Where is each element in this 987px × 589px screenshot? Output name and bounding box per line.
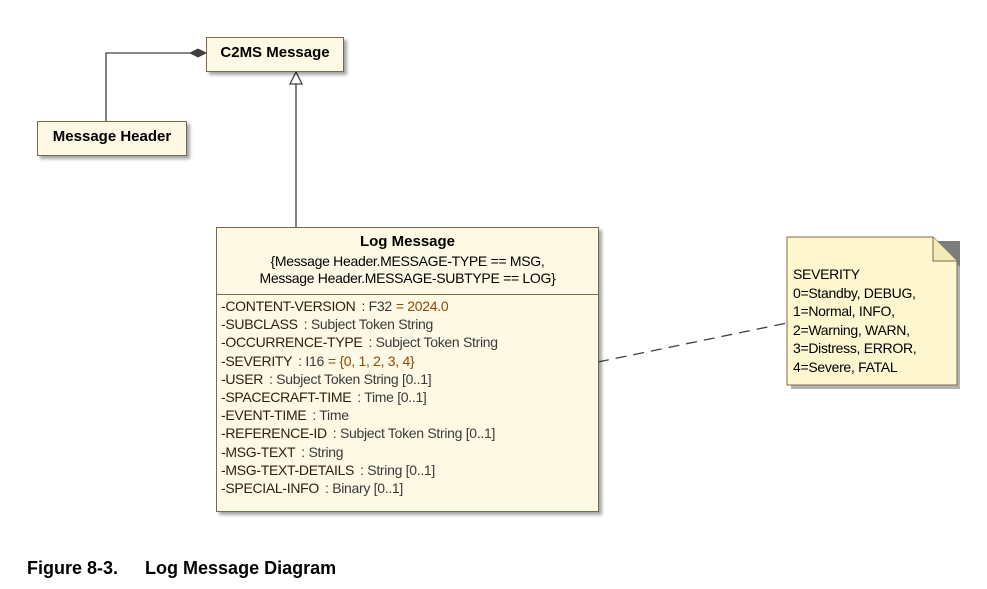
attribute-type: : Subject Token String [0..1] <box>269 370 432 387</box>
class-constraint-line: Message Header.MESSAGE-SUBTYPE == LOG} <box>259 270 556 286</box>
note-line: SEVERITY <box>793 266 860 282</box>
attribute-name: -OCCURRENCE-TYPE <box>221 334 363 351</box>
attribute-name: -CONTENT-VERSION <box>221 298 356 314</box>
severity-note[interactable]: SEVERITY 0=Standby, DEBUG, 1=Normal, INFO,… <box>786 236 960 389</box>
attribute-type: : Subject Token String <box>303 316 434 333</box>
attribute-row: -SEVERITY : I16= {0, 1, 2, 3, 4} <box>221 352 598 370</box>
attribute-name: -SPECIAL-INFO <box>221 480 320 497</box>
composition-diamond <box>188 48 208 58</box>
attribute-row: -MSG-TEXT : String <box>221 443 598 461</box>
attribute-name: -USER <box>221 370 264 387</box>
attribute-type: : Subject Token String <box>368 334 498 351</box>
attribute-type: : Time <box>312 407 349 424</box>
class-c2ms-message[interactable]: C2MS Message <box>206 37 344 72</box>
attribute-name: -MSG-TEXT-DETAILS <box>221 461 355 478</box>
class-constraint-line: {Message Header.MESSAGE-TYPE == MSG, <box>270 253 545 269</box>
attribute-row: -OCCURRENCE-TYPE : Subject Token String <box>221 333 598 351</box>
attribute-type: : Subject Token String [0..1] <box>332 425 496 442</box>
attribute-row: -MSG-TEXT-DETAILS : String [0..1] <box>221 461 598 479</box>
attribute-row: -USER : Subject Token String [0..1] <box>221 370 598 388</box>
class-message-header[interactable]: Message Header <box>37 121 187 156</box>
note-anchor-connector <box>597 322 788 363</box>
attribute-type: : F32 <box>361 298 392 314</box>
attribute-name: -REFERENCE-ID <box>221 425 327 442</box>
figure-caption: Figure 8-3. Log Message Diagram <box>27 558 336 579</box>
note-shape <box>786 236 960 389</box>
figure-title: Log Message Diagram <box>145 558 337 578</box>
composition-connector <box>105 52 190 121</box>
note-line: 2=Warning, WARN, <box>793 321 910 338</box>
attribute-default: = 2024.0 <box>395 298 449 314</box>
attribute-row: -EVENT-TIME : Time <box>221 406 598 424</box>
attribute-type: : String [0..1] <box>360 461 435 478</box>
class-header: Log Message {Message Header.MESSAGE-TYPE… <box>217 228 598 295</box>
attribute-row: -SPACECRAFT-TIME : Time [0..1] <box>221 388 598 406</box>
note-line: 0=Standby, DEBUG, <box>793 284 916 301</box>
class-log-message[interactable]: Log Message {Message Header.MESSAGE-TYPE… <box>216 227 599 512</box>
attribute-type: : Binary [0..1] <box>325 480 403 497</box>
attribute-row: -SPECIAL-INFO : Binary [0..1] <box>221 479 598 497</box>
attribute-name: -EVENT-TIME <box>221 407 307 424</box>
attribute-name: -MSG-TEXT <box>221 443 296 460</box>
generalization-arrowhead <box>288 70 304 85</box>
attribute-default: = {0, 1, 2, 3, 4} <box>327 352 415 369</box>
note-line: 1=Normal, INFO, <box>793 303 895 319</box>
attribute-name: -SEVERITY <box>221 352 293 369</box>
note-line: 3=Distress, ERROR, <box>793 340 917 356</box>
class-name: C2MS Message <box>220 44 330 61</box>
attribute-row: -SUBCLASS : Subject Token String <box>221 315 598 333</box>
class-name: Log Message <box>359 233 456 250</box>
class-name: Message Header <box>52 128 172 145</box>
attribute-type: : Time [0..1] <box>357 389 427 406</box>
attribute-type: : I16 <box>298 352 324 369</box>
attribute-name: -SUBCLASS <box>221 316 298 333</box>
attribute-row: -REFERENCE-ID : Subject Token String [0..… <box>221 424 598 442</box>
attribute-row: -CONTENT-VERSION : F32= 2024.0 <box>221 297 598 315</box>
note-line: 4=Severe, FATAL <box>793 358 898 375</box>
attribute-type: : String <box>301 443 344 460</box>
note-body: SEVERITY 0=Standby, DEBUG, 1=Normal, INFO,… <box>793 265 917 376</box>
attribute-list: -CONTENT-VERSION : F32= 2024.0 -SUBCLASS : … <box>217 295 598 497</box>
figure-number: Figure 8-3. <box>27 558 119 578</box>
attribute-name: -SPACECRAFT-TIME <box>221 389 352 406</box>
